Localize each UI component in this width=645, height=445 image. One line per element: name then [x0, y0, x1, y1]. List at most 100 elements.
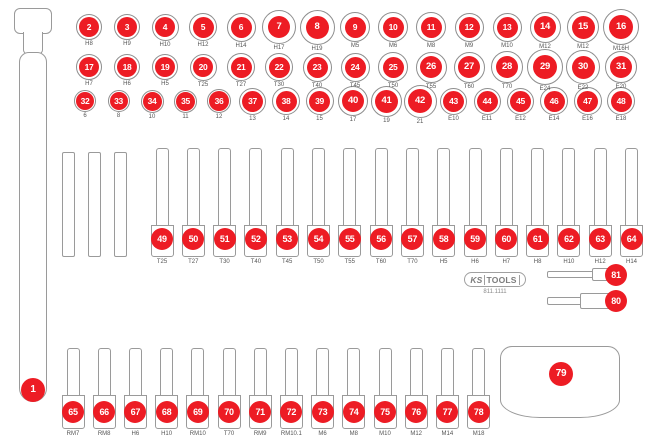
badge-39[interactable]: 39: [309, 90, 330, 112]
badge-30[interactable]: 30: [571, 55, 595, 79]
badge-58[interactable]: 58: [432, 228, 455, 250]
badge-36[interactable]: 36: [209, 91, 229, 111]
badge-56[interactable]: 56: [370, 228, 393, 250]
badge-5[interactable]: 5: [192, 16, 214, 38]
ratchet-handle-neck: [23, 32, 43, 54]
badge-13[interactable]: 13: [496, 16, 518, 38]
badge-38[interactable]: 38: [275, 90, 297, 112]
badge-47[interactable]: 47: [577, 90, 598, 112]
badge-72[interactable]: 72: [280, 401, 303, 423]
badge-40[interactable]: 40: [342, 90, 364, 112]
badge-73[interactable]: 73: [311, 401, 334, 423]
badge-50[interactable]: 50: [182, 228, 205, 250]
bit-longshaft-75: [378, 348, 392, 388]
badge-64[interactable]: 64: [620, 228, 643, 250]
bit-size-77: M14: [441, 431, 454, 437]
extension-bar-2: [88, 152, 101, 257]
badge-19[interactable]: 19: [155, 57, 175, 77]
badge-6[interactable]: 6: [230, 16, 252, 38]
badge-32[interactable]: 32: [76, 92, 94, 110]
socket-size-33: 8: [116, 113, 121, 119]
badge-78[interactable]: 78: [467, 401, 490, 423]
socket-size-6: H14: [235, 42, 247, 49]
badge-76[interactable]: 76: [405, 401, 428, 423]
badge-28[interactable]: 28: [496, 56, 518, 78]
badge-69[interactable]: 69: [186, 401, 209, 423]
bit-size-55: T55: [344, 259, 355, 265]
badge-21[interactable]: 21: [230, 56, 252, 78]
badge-9[interactable]: 9: [344, 16, 366, 38]
badge-24[interactable]: 24: [344, 56, 366, 78]
badge-80[interactable]: 80: [605, 290, 627, 312]
badge-75[interactable]: 75: [374, 401, 396, 423]
badge-15[interactable]: 15: [571, 15, 595, 39]
badge-7[interactable]: 7: [268, 16, 290, 38]
socket-size-40: 17: [349, 117, 357, 123]
badge-14[interactable]: 14: [534, 16, 556, 38]
badge-46[interactable]: 46: [543, 90, 565, 112]
badge-37[interactable]: 37: [242, 90, 263, 112]
badge-57[interactable]: 57: [401, 228, 424, 250]
socket-size-8: H19: [311, 45, 323, 52]
bit-size-73: M6: [318, 431, 327, 437]
badge-81[interactable]: 81: [605, 264, 627, 286]
badge-53[interactable]: 53: [276, 228, 299, 250]
badge-12[interactable]: 12: [458, 16, 480, 38]
badge-52[interactable]: 52: [244, 228, 267, 250]
badge-67[interactable]: 67: [124, 401, 147, 423]
badge-63[interactable]: 63: [589, 228, 612, 250]
badge-43[interactable]: 43: [443, 90, 464, 112]
badge-70[interactable]: 70: [218, 401, 240, 423]
badge-8[interactable]: 8: [305, 15, 329, 39]
badge-1[interactable]: 1: [21, 378, 45, 402]
badge-44[interactable]: 44: [476, 90, 498, 112]
badge-3[interactable]: 3: [117, 17, 137, 37]
badge-23[interactable]: 23: [306, 56, 328, 78]
bit-size-70: T70: [223, 431, 235, 437]
badge-62[interactable]: 62: [557, 228, 580, 250]
badge-61[interactable]: 61: [526, 228, 549, 250]
bit-size-76: M12: [410, 431, 423, 437]
badge-22[interactable]: 22: [268, 56, 290, 78]
socket-size-35: 11: [182, 113, 189, 120]
socket-size-12: M9: [464, 42, 474, 49]
badge-60[interactable]: 60: [495, 228, 518, 250]
socket-size-48: E18: [615, 116, 627, 122]
badge-18[interactable]: 18: [117, 57, 137, 77]
bit-longshaft-71: [253, 348, 267, 388]
badge-48[interactable]: 48: [610, 90, 632, 112]
badge-34[interactable]: 34: [142, 91, 162, 111]
badge-27[interactable]: 27: [458, 56, 480, 78]
badge-55[interactable]: 55: [338, 228, 361, 250]
badge-16[interactable]: 16: [609, 15, 633, 39]
badge-25[interactable]: 25: [382, 56, 404, 78]
badge-26[interactable]: 26: [420, 56, 442, 78]
badge-45[interactable]: 45: [510, 90, 531, 112]
badge-68[interactable]: 68: [155, 401, 178, 423]
badge-2[interactable]: 2: [79, 17, 99, 37]
badge-77[interactable]: 77: [436, 401, 459, 423]
badge-66[interactable]: 66: [93, 401, 116, 423]
badge-51[interactable]: 51: [213, 228, 236, 250]
socket-size-38: 14: [282, 116, 290, 122]
badge-54[interactable]: 54: [307, 228, 330, 250]
badge-65[interactable]: 65: [62, 401, 84, 423]
badge-59[interactable]: 59: [464, 228, 486, 250]
badge-74[interactable]: 74: [342, 401, 365, 423]
badge-29[interactable]: 29: [533, 55, 557, 79]
badge-35[interactable]: 35: [176, 91, 195, 111]
badge-17[interactable]: 17: [79, 57, 99, 77]
badge-71[interactable]: 71: [249, 401, 272, 423]
badge-41[interactable]: 41: [375, 89, 398, 113]
badge-79[interactable]: 79: [549, 362, 573, 386]
socket-size-17: H7: [85, 81, 93, 87]
badge-4[interactable]: 4: [155, 17, 175, 37]
badge-42[interactable]: 42: [408, 89, 432, 113]
badge-20[interactable]: 20: [193, 57, 213, 77]
bit-longshaft-73: [316, 348, 330, 388]
badge-49[interactable]: 49: [151, 228, 173, 250]
badge-11[interactable]: 11: [420, 16, 442, 38]
badge-33[interactable]: 33: [109, 92, 128, 110]
badge-10[interactable]: 10: [382, 16, 404, 38]
badge-31[interactable]: 31: [610, 56, 632, 78]
